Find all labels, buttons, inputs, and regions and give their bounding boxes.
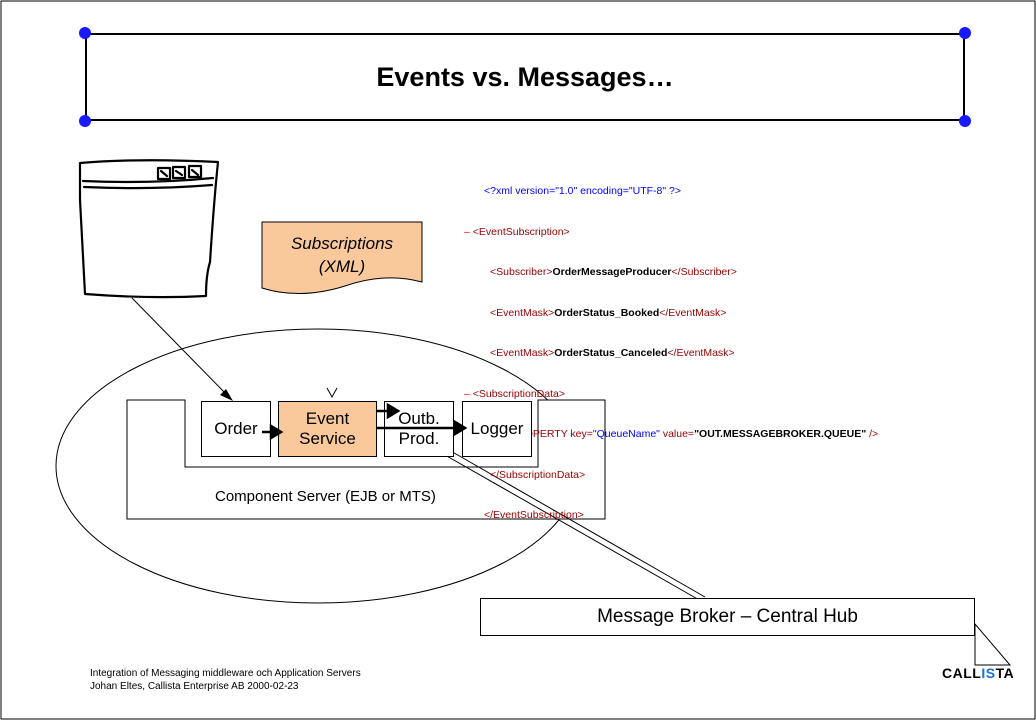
order-label: Order	[214, 419, 258, 438]
xml-tag: />	[866, 428, 879, 440]
xml-tag: <EventMask>	[490, 306, 555, 319]
message-broker-label: Message Broker – Central Hub	[597, 606, 858, 627]
subscriptions-format: (XML)	[318, 257, 366, 276]
outb-label-2: Prod.	[398, 429, 440, 448]
subscriptions-document-shape	[261, 221, 423, 294]
xml-tag: <Subscriber>	[490, 266, 553, 278]
selection-handle-bottom-left[interactable]	[79, 115, 91, 127]
event-service-component[interactable]: Event Service	[278, 401, 377, 457]
xml-attr-key: "QueueName"	[592, 428, 660, 440]
logger-label: Logger	[470, 419, 524, 438]
logo-part: CALL	[942, 665, 982, 681]
logo-part: TA	[995, 665, 1015, 681]
collapse-minus-icon[interactable]: –	[464, 225, 470, 238]
xml-tag: </EventMask>	[659, 306, 727, 319]
xml-subdata-close: </SubscriptionData>	[490, 468, 586, 481]
outb-label-1: Outb.	[398, 409, 440, 428]
xml-tag: </Subscriber>	[671, 266, 737, 278]
subscriptions-note: Subscriptions (XML)	[262, 232, 422, 278]
message-broker-box[interactable]: Message Broker – Central Hub	[480, 598, 975, 636]
callista-logo: CALLISTA	[942, 665, 1014, 681]
component-server-container	[126, 399, 606, 520]
component-server-label: Component Server (EJB or MTS)	[215, 488, 436, 505]
outbound-producer-component[interactable]: Outb. Prod.	[384, 401, 454, 457]
logger-component[interactable]: Logger	[462, 401, 532, 457]
selection-handle-bottom-right[interactable]	[959, 115, 971, 127]
xml-subdata-open: <SubscriptionData>	[472, 387, 565, 400]
xml-eventmask-value: OrderStatus_Booked	[554, 306, 660, 319]
xml-root-open: <EventSubscription>	[472, 225, 570, 238]
xml-eventmask-value: OrderStatus_Canceled	[554, 347, 668, 359]
selection-handle-top-left[interactable]	[79, 27, 91, 39]
xml-tag: value=	[659, 428, 695, 440]
logo-accent: IS	[981, 665, 996, 681]
xml-subscriber-value: OrderMessageProducer	[552, 266, 672, 278]
order-component[interactable]: Order	[201, 401, 271, 457]
slide-title[interactable]: Events vs. Messages…	[85, 33, 965, 121]
xml-root-close: </EventSubscription>	[484, 509, 584, 521]
footer: Integration of Messaging middleware och …	[90, 667, 361, 693]
footer-line-2: Johan Eltes, Callista Enterprise AB 2000…	[90, 681, 299, 692]
selection-handle-top-right[interactable]	[959, 27, 971, 39]
collapse-minus-icon[interactable]: –	[464, 387, 470, 400]
xml-tag: <EventMask>	[490, 347, 555, 359]
xml-declaration: <?xml version="1.0" encoding="UTF-8" ?>	[484, 185, 682, 197]
xml-tag: </EventMask>	[667, 347, 735, 359]
window-sketch-icon	[78, 159, 220, 299]
xml-attr-value: "OUT.MESSAGEBROKER.QUEUE"	[694, 428, 867, 440]
footer-line-1: Integration of Messaging middleware och …	[90, 668, 361, 679]
event-service-label-1: Event	[305, 409, 350, 428]
event-service-label-2: Service	[299, 429, 356, 448]
xml-listing: <?xml version="1.0" encoding="UTF-8" ?> …	[464, 158, 879, 550]
subscriptions-title: Subscriptions	[290, 234, 394, 253]
